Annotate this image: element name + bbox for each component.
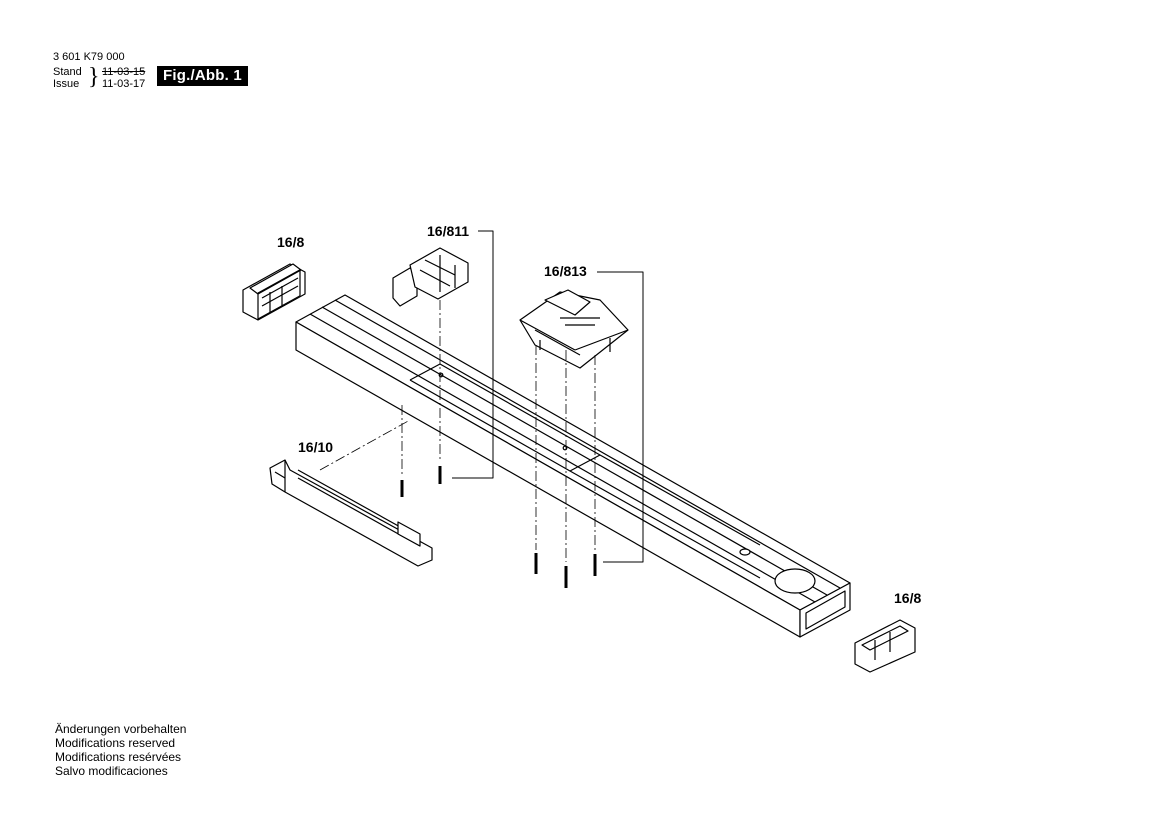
issue-label: Issue <box>53 78 80 90</box>
end-cap-left <box>242 263 306 321</box>
notice-line-fr: Modifications resérvées <box>55 750 182 764</box>
notice-line-es: Salvo modificaciones <box>55 764 168 778</box>
modifications-notice: Änderungen vorbehalten Modifications res… <box>55 722 186 778</box>
revision-block: Stand Issue } 11-03-15 11-03-17 <box>53 64 273 92</box>
notice-line-en: Modifications reserved <box>55 736 176 750</box>
slide-bar <box>269 459 433 567</box>
clip-part <box>392 247 469 307</box>
screws <box>400 466 597 588</box>
label-slide-bar: 16/10 <box>298 439 333 455</box>
document-header: 3 601 K79 000 <box>53 51 125 64</box>
label-carriage: 16/813 <box>544 263 587 279</box>
stand-label: Stand <box>53 66 82 78</box>
main-rail <box>295 294 851 638</box>
assembly-lines <box>319 300 596 562</box>
label-end-cap-left: 16/8 <box>277 234 304 250</box>
label-clip: 16/811 <box>427 223 469 239</box>
figure-badge: Fig./Abb. 1 <box>157 66 248 86</box>
old-date: 11-03-15 <box>102 66 146 78</box>
brace-glyph: } <box>88 64 100 90</box>
end-cap-right <box>854 619 916 673</box>
leader-lines <box>452 230 644 563</box>
label-end-cap-right: 16/8 <box>894 590 921 606</box>
carriage-part <box>519 289 629 369</box>
new-date: 11-03-17 <box>102 78 146 90</box>
part-number: 3 601 K79 000 <box>53 51 125 63</box>
notice-line-de: Änderungen vorbehalten <box>55 722 187 736</box>
